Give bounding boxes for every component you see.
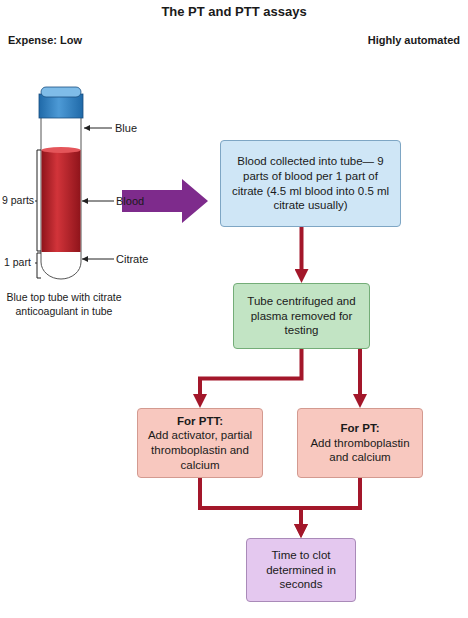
flow-arrow	[200, 349, 302, 400]
dimension-label: 1 part	[4, 256, 31, 270]
figure-caption: Blue top tube with citrate anticoagulant…	[0, 291, 128, 318]
header-note: Expense: Low	[8, 33, 82, 47]
leader-line	[84, 128, 112, 129]
box-text: Tube centrifuged and plasma removed for …	[240, 294, 363, 338]
diagram-title: The PT and PTT assays	[0, 4, 468, 19]
tube-cap	[39, 94, 83, 118]
tube-body	[41, 116, 81, 279]
flow-arrow	[300, 227, 304, 275]
box-heading: For PT:	[341, 421, 380, 436]
flow-arrow	[301, 478, 360, 530]
blood-surface	[42, 147, 81, 153]
box-text: Add activator, partial thromboplastin an…	[144, 428, 256, 472]
part-label: Blue	[115, 121, 137, 135]
process-box: For PTT:Add activator, partial thrombopl…	[137, 408, 263, 478]
bracket	[35, 253, 41, 278]
flow-arrow	[358, 349, 362, 400]
header-note: Highly automated	[368, 33, 460, 47]
part-label: Blood	[116, 194, 144, 208]
blood-fill	[42, 150, 81, 252]
cap-top	[41, 87, 81, 97]
connector-layer	[200, 227, 360, 530]
box-heading: For PTT:	[177, 414, 223, 429]
part-label: Citrate	[116, 252, 148, 266]
box-text: Time to clot determined in seconds	[253, 548, 349, 592]
bracket	[35, 150, 41, 251]
process-box: Tube centrifuged and plasma removed for …	[233, 283, 370, 349]
process-box: Blood collected into tube— 9 parts of bl…	[220, 140, 401, 227]
leader-line	[82, 259, 114, 260]
dimension-label: 9 parts	[2, 194, 34, 208]
result-box: Time to clot determined in seconds	[246, 538, 356, 602]
box-text: Add thromboplastin and calcium	[304, 436, 416, 465]
flow-arrow	[200, 478, 301, 530]
tube-illustration	[35, 87, 208, 279]
box-text: Blood collected into tube— 9 parts of bl…	[227, 154, 394, 213]
process-box: For PT:Add thromboplastin and calcium	[297, 408, 423, 478]
leader-line	[82, 201, 114, 202]
